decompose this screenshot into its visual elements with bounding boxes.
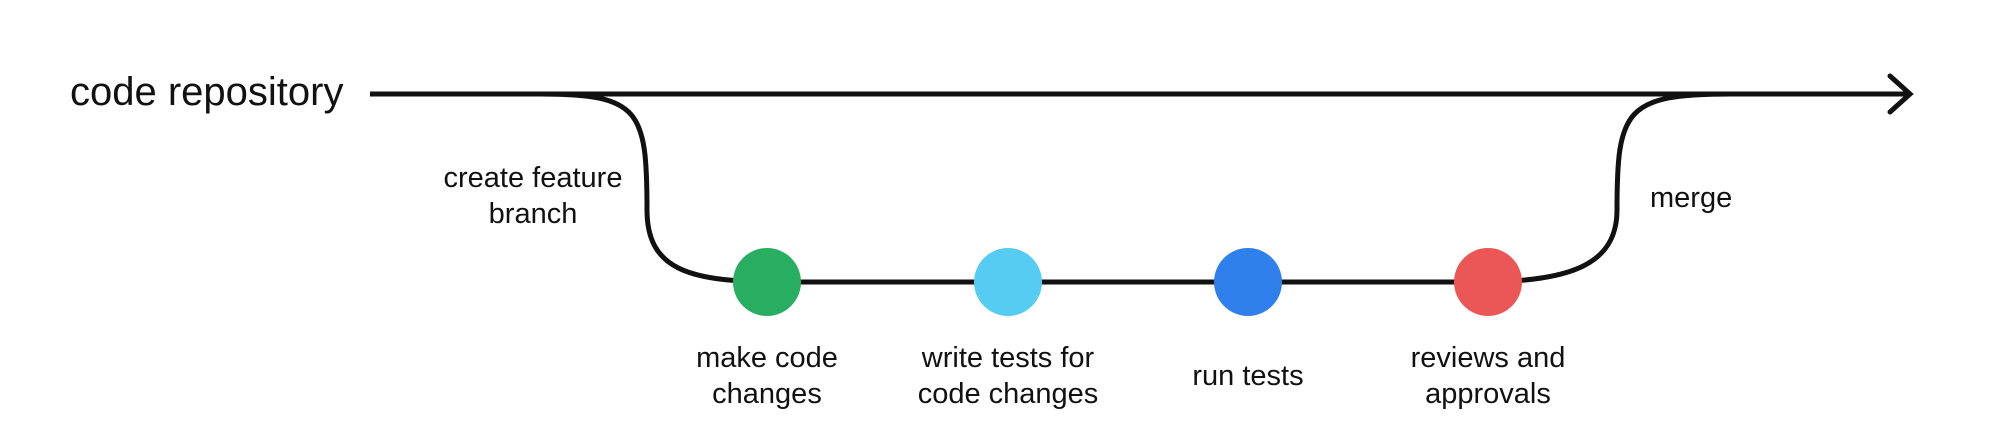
step-label-write-tests: write tests for code changes xyxy=(917,342,1099,410)
step-node-make-code-changes xyxy=(733,248,801,316)
branch-curve xyxy=(539,91,766,285)
repository-label: code repository xyxy=(70,70,344,114)
step-node-reviews-approvals xyxy=(1454,248,1522,316)
step-node-write-tests xyxy=(974,248,1042,316)
step-label-run-tests: run tests xyxy=(1192,360,1304,392)
merge-curve xyxy=(1489,91,1731,285)
step-label-make-code-changes: make code changes xyxy=(696,342,838,410)
step-node-run-tests xyxy=(1214,248,1282,316)
step-label-reviews-approvals: reviews and approvals xyxy=(1410,342,1566,410)
create-branch-label: create feature branch xyxy=(443,162,623,230)
arrow-head-icon xyxy=(1887,73,1914,115)
merge-label: merge xyxy=(1650,182,1733,214)
